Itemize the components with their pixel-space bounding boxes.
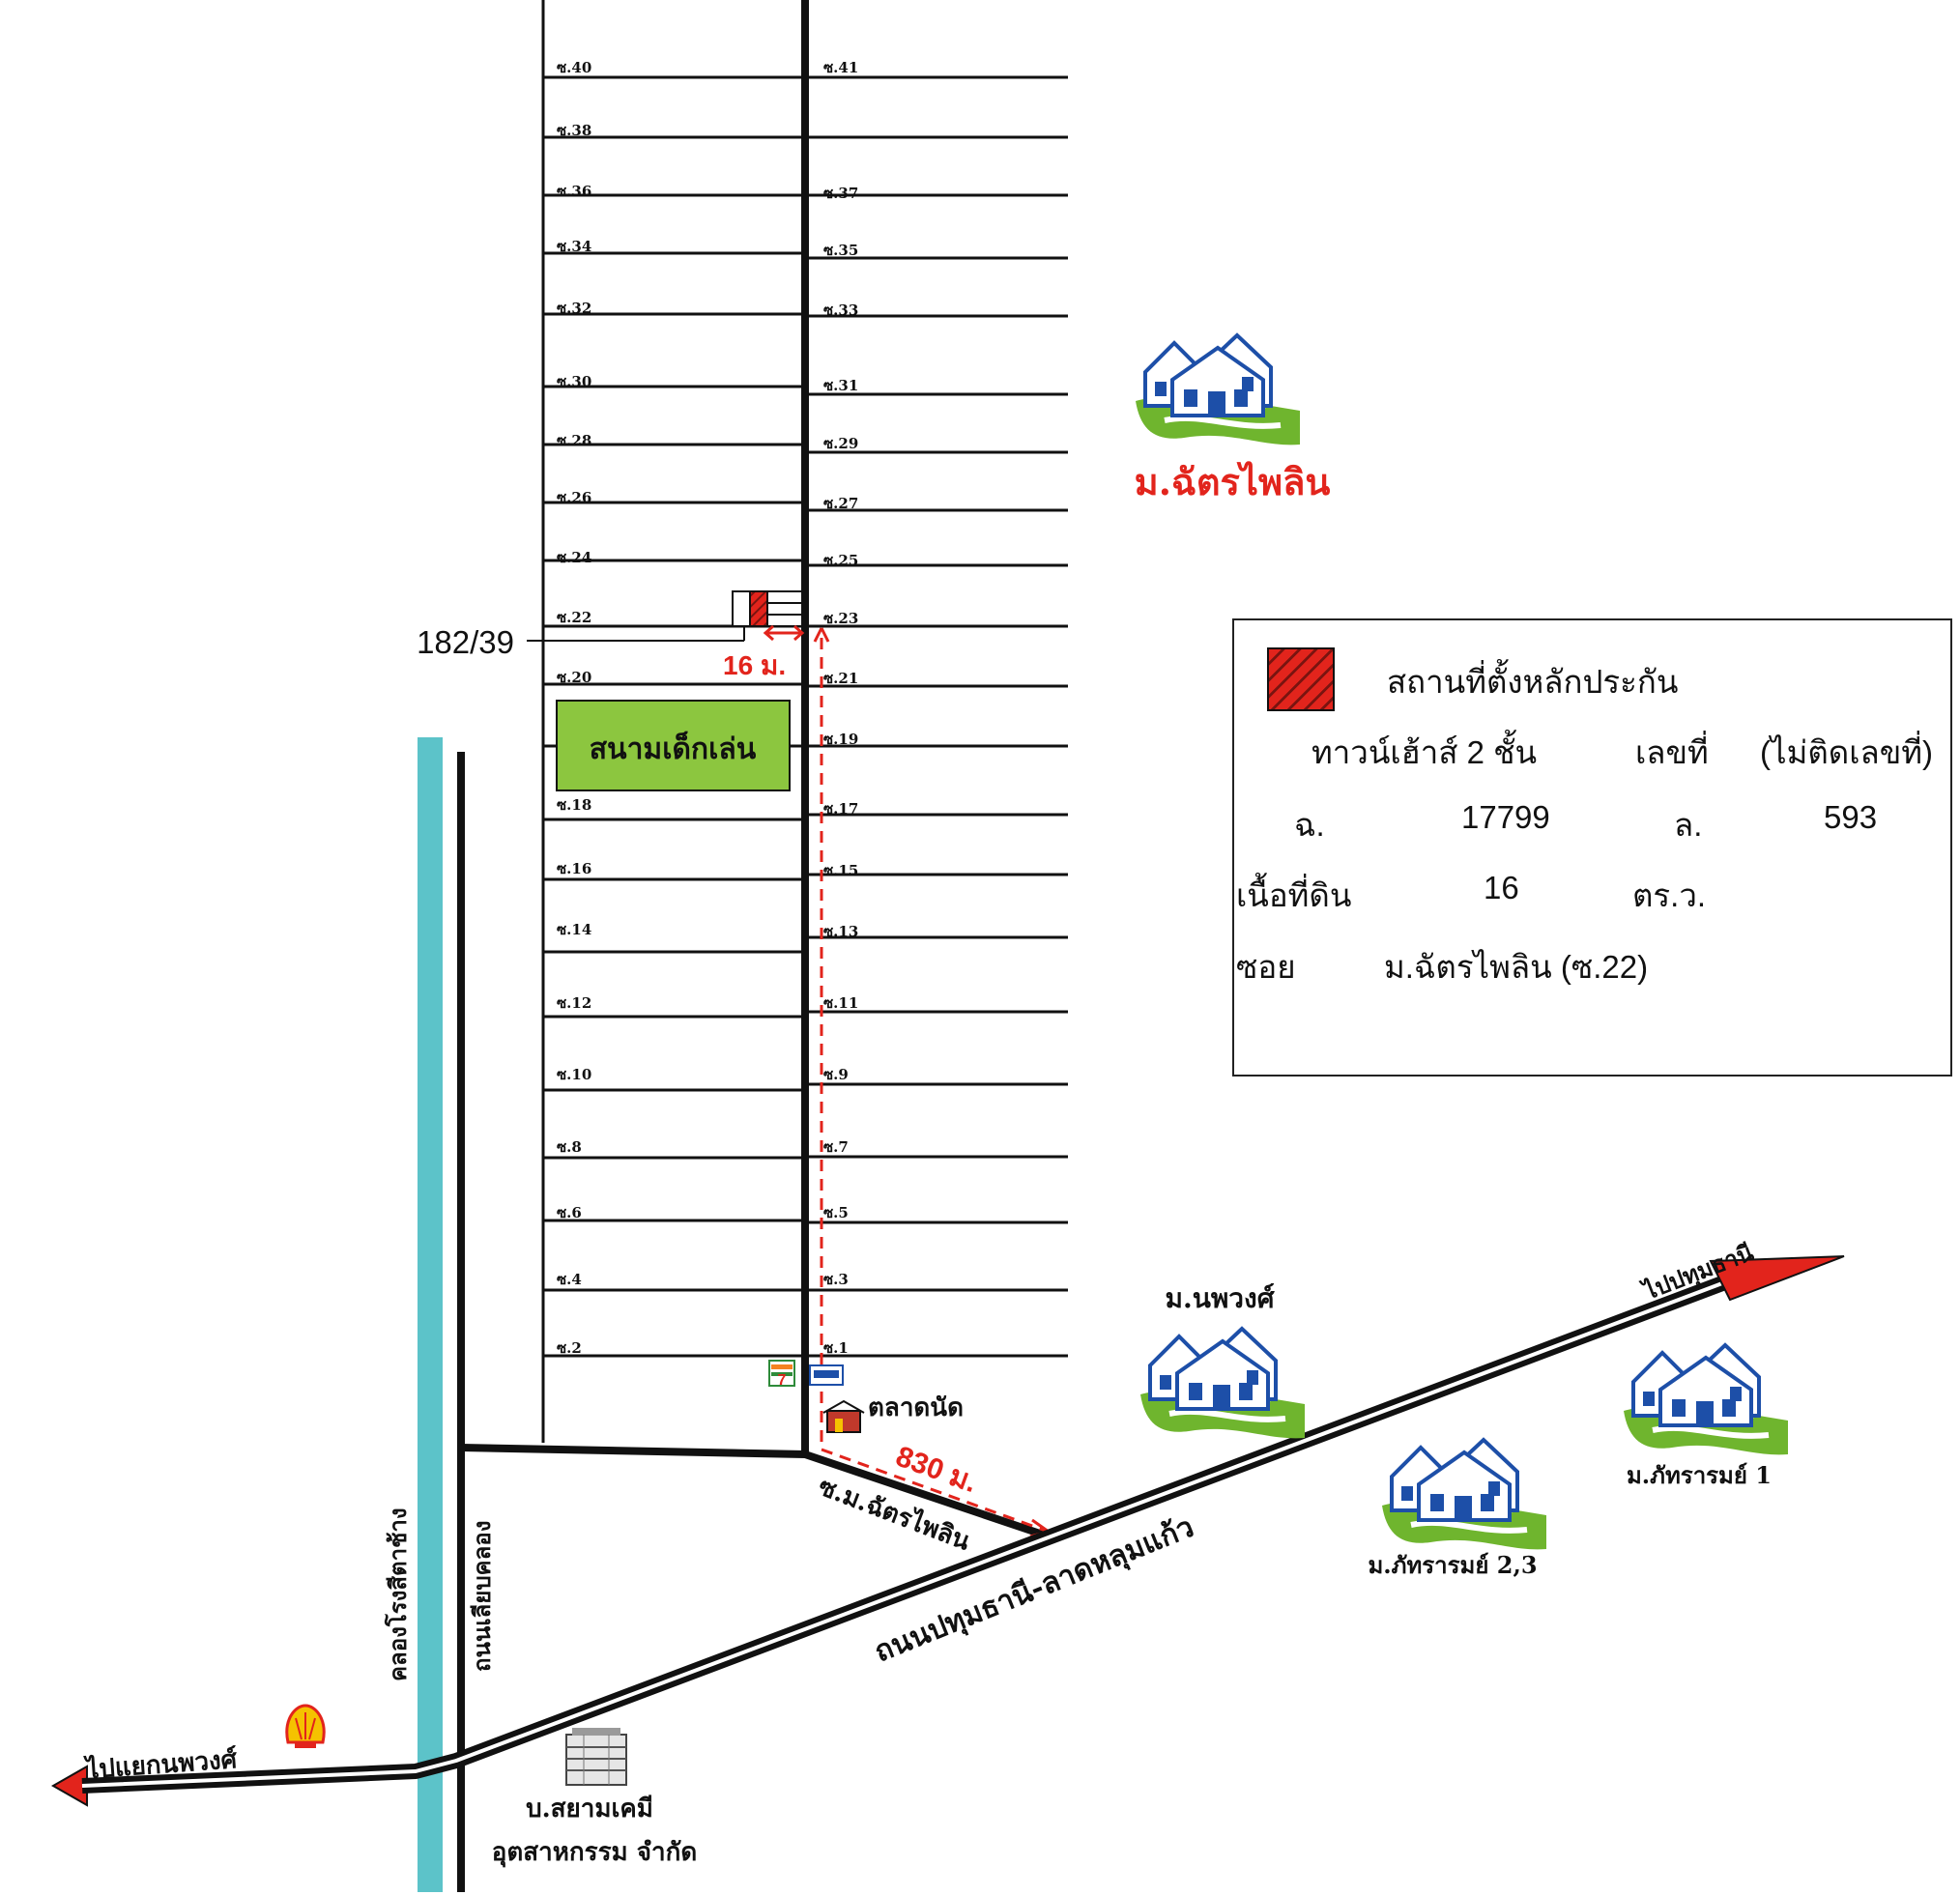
soi-label-left: ซ.4	[557, 1271, 582, 1288]
playground-area	[556, 700, 791, 791]
soi-label-left: ซ.18	[557, 796, 591, 814]
soi-label-left: ซ.30	[557, 373, 591, 390]
soi-label-left: ซ.6	[557, 1204, 582, 1221]
soi-label-right: ซ.7	[823, 1138, 849, 1156]
village-main-label: ม.ฉัตรไพลิน	[1135, 460, 1331, 503]
legend-deed-label: ฉ.	[1294, 807, 1325, 843]
village-main-icon	[1136, 335, 1300, 445]
soi-label-left: ซ.34	[557, 238, 591, 255]
convenience-store-icon: 7	[768, 1360, 844, 1389]
collateral-hatch-swatch	[1267, 647, 1335, 711]
legend-land-no-value: 593	[1824, 799, 1878, 835]
canal-label: คลองโรงสีตาช้าง	[384, 1507, 412, 1681]
soi-label-right: ซ.11	[823, 994, 858, 1012]
soi-label-left: ซ.20	[557, 669, 591, 686]
soi-label-right: ซ.13	[823, 923, 858, 940]
market-icon	[822, 1399, 865, 1433]
arrow-right-head	[1709, 1255, 1845, 1302]
canal-road-label: ถนนเลียบคลอง	[468, 1521, 496, 1672]
soi-label-right: ซ.27	[823, 495, 858, 512]
arrow-left-head	[50, 1765, 88, 1807]
soi-label-right: ซ.19	[823, 731, 858, 748]
soi-label-right: ซ.9	[823, 1066, 849, 1083]
soi-label-left: ซ.2	[557, 1339, 582, 1357]
distance-short-marker	[763, 624, 805, 642]
soi-label-left: ซ.28	[557, 432, 591, 449]
legend-land-no-label: ล.	[1674, 807, 1703, 843]
soi-label-right: ซ.1	[823, 1339, 849, 1357]
legend-title: สถานที่ตั้งหลักประกัน	[1387, 664, 1679, 700]
house-number: 182/39	[417, 624, 514, 660]
village-pattharam23-icon	[1382, 1440, 1546, 1549]
soi-label-right: ซ.3	[823, 1271, 849, 1288]
legend-soi-label: ซอย	[1236, 949, 1296, 985]
company-building-icon	[565, 1728, 627, 1786]
soi-label-left: ซ.16	[557, 860, 591, 877]
playground-label: สนามเด็กเล่น	[590, 731, 757, 766]
legend-number-label: เลขที่	[1635, 734, 1709, 770]
legend-area-unit: ตร.ว.	[1632, 877, 1707, 913]
legend-area-value: 16	[1484, 870, 1519, 905]
soi-label-right: ซ.29	[823, 435, 858, 452]
soi-label-right: ซ.35	[823, 242, 858, 259]
village-pattharam1-icon	[1624, 1345, 1788, 1454]
soi-label-right: ซ.41	[823, 59, 858, 76]
soi-label-left: ซ.22	[557, 609, 591, 626]
distance-arrowhead-up	[813, 627, 830, 643]
soi-label-left: ซ.10	[557, 1066, 591, 1083]
soi-label-right: ซ.37	[823, 185, 858, 202]
soi-label-left: ซ.8	[557, 1138, 582, 1156]
soi-label-right: ซ.21	[823, 670, 858, 687]
property-plot	[527, 590, 803, 642]
soi-label-left: ซ.26	[557, 489, 591, 506]
company-name-line1: บ.สยามเคมี	[526, 1795, 653, 1823]
soi-label-right: ซ.23	[823, 610, 858, 627]
soi-label-right: ซ.33	[823, 301, 858, 319]
market-label: ตลาดนัด	[868, 1393, 964, 1422]
legend-property-type: ทาวน์เฮ้าส์ 2 ชั้น	[1311, 734, 1538, 770]
legend-number-value: (ไม่ติดเลขที่)	[1760, 734, 1934, 770]
distance-short-label: 16 ม.	[723, 650, 786, 680]
village-pattharam23-label: ม.ภัทรารมย์ 2,3	[1368, 1551, 1537, 1579]
company-name-line2: อุตสาหกรรม จำกัด	[492, 1838, 697, 1868]
soi-label-right: ซ.25	[823, 552, 858, 569]
legend-soi-value: ม.ฉัตรไพลิน (ซ.22)	[1384, 949, 1649, 985]
soi-label-right: ซ.31	[823, 377, 858, 394]
village-noppawong-label: ม.นพวงศ์	[1166, 1282, 1276, 1314]
soi-label-left: ซ.36	[557, 183, 591, 200]
legend-deed-value: 17799	[1461, 799, 1550, 835]
soi-label-left: ซ.14	[557, 921, 591, 938]
soi-label-right: ซ.17	[823, 800, 858, 818]
collateral-legend: สถานที่ตั้งหลักประกัน ทาวน์เฮ้าส์ 2 ชั้น…	[1232, 618, 1952, 1077]
soi-label-right: ซ.15	[823, 862, 858, 879]
village-grid: ซ.40 ซ.38 ซ.36 ซ.34 ซ.32 ซ.30 ซ.28 ซ.26 ซ.24 ซ.22…	[460, 0, 1068, 1540]
shell-station-icon	[285, 1704, 326, 1748]
soi-label-left: ซ.24	[557, 549, 591, 566]
legend-area-label: เนื้อที่ดิน	[1236, 877, 1352, 913]
soi-label-left: ซ.40	[557, 59, 591, 76]
soi-label-right: ซ.5	[823, 1204, 849, 1221]
canal	[418, 737, 443, 1892]
svg-text:7: 7	[778, 1372, 787, 1389]
soi-label-left: ซ.38	[557, 122, 591, 139]
soi-label-left: ซ.12	[557, 994, 591, 1012]
soi-label-left: ซ.32	[557, 300, 591, 317]
village-pattharam1-label: ม.ภัทรารมย์ 1	[1627, 1461, 1772, 1489]
distance-route	[820, 638, 1047, 1533]
village-noppawong-icon	[1140, 1329, 1305, 1438]
